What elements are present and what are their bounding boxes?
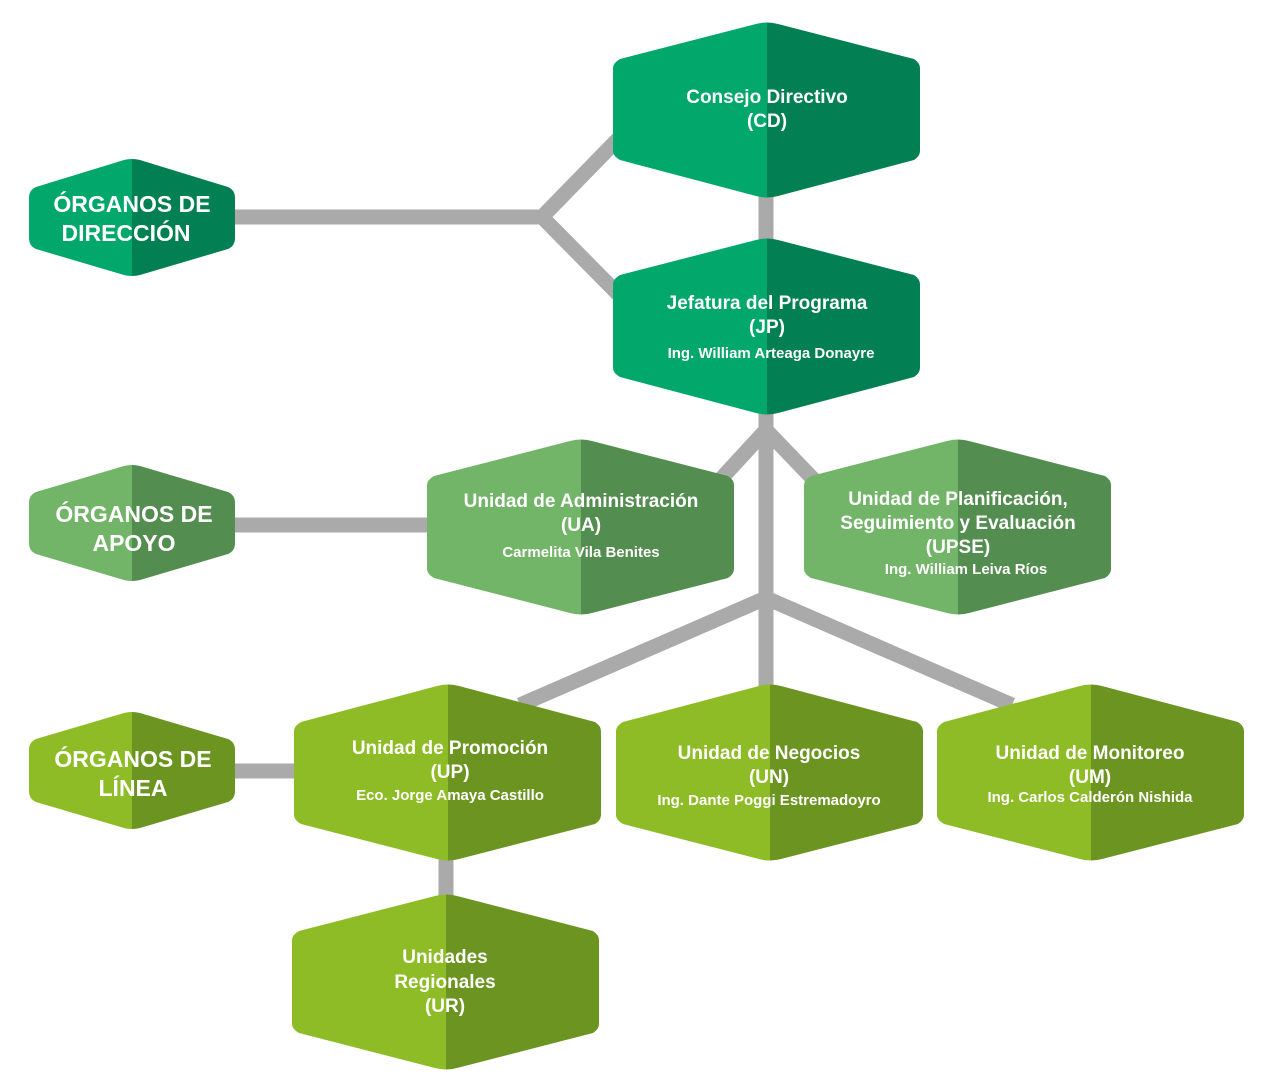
node-ua-name: Unidad de Administración <box>464 491 699 512</box>
node-up-person: Eco. Jorge Amaya Castillo <box>356 787 544 804</box>
category-direccion-line1: ÓRGANOS DE <box>53 190 210 217</box>
connector-to-um <box>763 591 1015 712</box>
node-ur-abbr: (UR) <box>425 996 465 1017</box>
node-cd-abbr: (CD) <box>747 111 787 132</box>
node-jp-person: Ing. William Arteaga Donayre <box>668 345 875 362</box>
category-direccion: ÓRGANOS DE DIRECCIÓN <box>29 159 235 276</box>
node-um-abbr: (UM) <box>1069 767 1111 788</box>
category-linea: ÓRGANOS DE LÍNEA <box>29 712 235 829</box>
category-linea-line2: LÍNEA <box>99 774 168 801</box>
node-ur-name-line2: Regionales <box>394 972 495 993</box>
node-jefatura-programa: Jefatura del Programa (JP) Ing. William … <box>613 238 920 415</box>
node-upse-abbr: (UPSE) <box>926 537 990 558</box>
connectors <box>232 131 1015 905</box>
node-jp-abbr: (JP) <box>749 317 785 338</box>
node-unidad-administracion: Unidad de Administración (UA) Carmelita … <box>427 439 734 615</box>
node-up-name: Unidad de Promoción <box>352 738 548 759</box>
node-unidades-regionales: Unidades Regionales (UR) <box>292 894 599 1070</box>
category-apoyo: ÓRGANOS DE APOYO <box>29 465 235 581</box>
category-linea-line1: ÓRGANOS DE <box>54 745 211 772</box>
connector-direccion-fork <box>531 131 626 302</box>
node-up-abbr: (UP) <box>430 762 469 783</box>
node-unidad-promocion: Unidad de Promoción (UP) Eco. Jorge Amay… <box>294 684 601 861</box>
node-jp-name: Jefatura del Programa <box>667 293 868 314</box>
node-upse-name-line2: Seguimiento y Evaluación <box>840 513 1075 534</box>
node-unidad-planificacion: Unidad de Planificación, Seguimiento y E… <box>804 439 1111 615</box>
node-un-person: Ing. Dante Poggi Estremadoyro <box>657 792 880 809</box>
node-unidad-negocios: Unidad de Negocios (UN) Ing. Dante Poggi… <box>616 684 923 861</box>
connector-to-up <box>517 591 769 712</box>
node-cd-name: Consejo Directivo <box>686 87 848 108</box>
node-un-name: Unidad de Negocios <box>678 743 861 764</box>
category-apoyo-line2: APOYO <box>92 530 175 556</box>
category-direccion-line2: DIRECCIÓN <box>61 219 190 246</box>
category-apoyo-line1: ÓRGANOS DE <box>55 500 212 527</box>
node-ua-abbr: (UA) <box>561 515 601 536</box>
node-unidad-monitoreo: Unidad de Monitoreo (UM) Ing. Carlos Cal… <box>937 684 1244 861</box>
node-upse-person: Ing. William Leiva Ríos <box>885 561 1047 578</box>
node-ua-person: Carmelita Vila Benites <box>502 544 659 561</box>
node-ur-name-line1: Unidades <box>402 947 488 968</box>
node-consejo-directivo: Consejo Directivo (CD) <box>613 22 920 198</box>
node-um-name: Unidad de Monitoreo <box>996 743 1185 764</box>
node-um-person: Ing. Carlos Calderón Nishida <box>987 789 1193 806</box>
node-upse-name-line1: Unidad de Planificación, <box>848 489 1068 510</box>
node-un-abbr: (UN) <box>749 767 789 788</box>
connector-jp-support-fork <box>714 419 820 486</box>
